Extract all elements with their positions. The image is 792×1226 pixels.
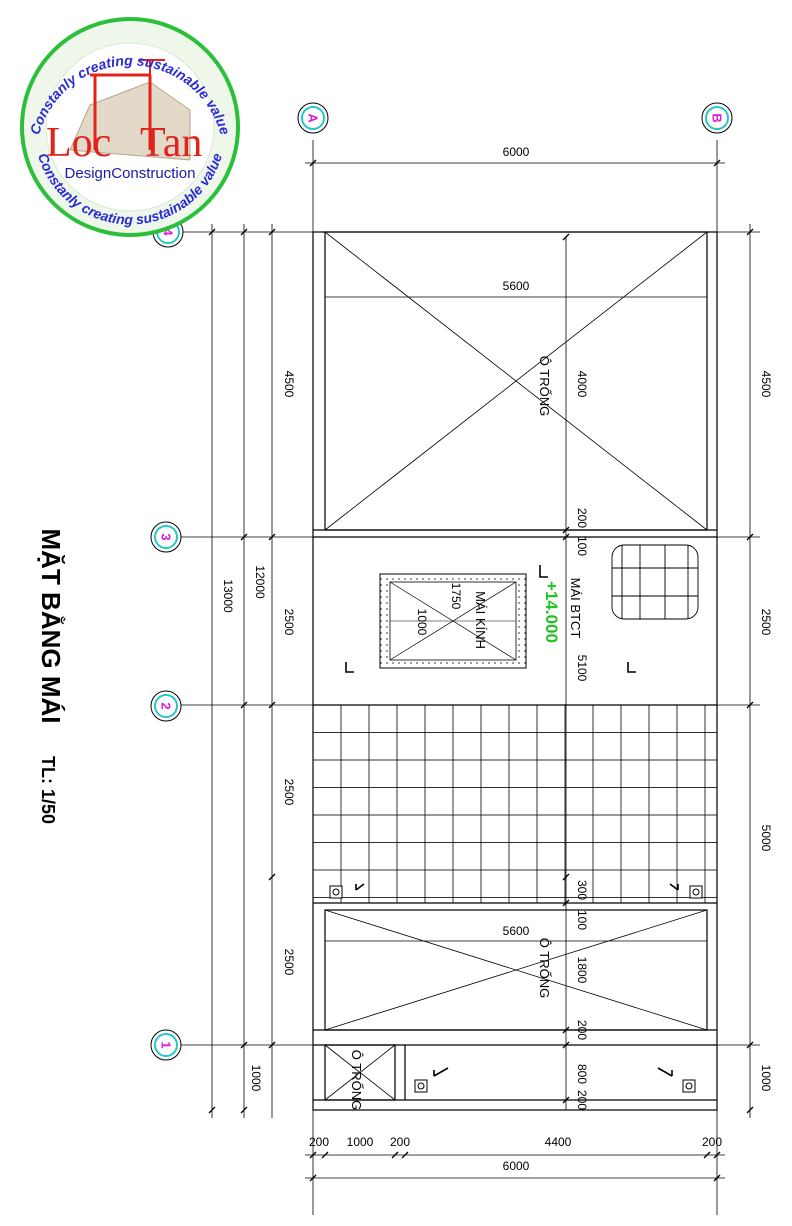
dim-center-100a: 100 xyxy=(575,536,589,556)
grid-label-1: 1 xyxy=(159,1041,174,1048)
dim-left-seg-4: 2500 xyxy=(282,949,296,976)
void-label-top: Ô TRỐNG xyxy=(537,356,552,416)
dim-bottom-seg-1: 200 xyxy=(309,1135,329,1149)
dim-right-seg-1: 4500 xyxy=(759,371,773,398)
level-marker: +14.000 xyxy=(542,581,561,643)
grid-label-2: 2 xyxy=(159,702,174,709)
dim-center-800: 800 xyxy=(575,1064,589,1084)
tile-roof-area xyxy=(312,704,718,904)
grid-lines xyxy=(180,140,760,1215)
dim-bottom-seg-4: 4400 xyxy=(545,1135,572,1149)
logo-subtitle: DesignConstruction xyxy=(65,165,196,182)
dim-center-100b: 100 xyxy=(575,910,589,930)
water-tank xyxy=(611,544,699,620)
dim-center-5100: 5100 xyxy=(575,655,589,682)
dim-void-mid-height: 1800 xyxy=(575,957,589,984)
dim-left-inner: 12000 xyxy=(253,565,267,599)
dim-bottom-seg-2: 1000 xyxy=(347,1135,374,1149)
roof-drains xyxy=(329,885,703,1093)
logo-name-tan: Tan xyxy=(140,120,202,166)
concrete-roof-label: MÁI BTCT xyxy=(568,578,583,639)
grid-label-3: 3 xyxy=(159,533,174,540)
dim-left-seg-2: 2500 xyxy=(282,609,296,636)
company-logo: Loc Tan DesignConstruction Constanly cre… xyxy=(20,17,240,237)
dim-top-overall: 6000 xyxy=(503,145,530,159)
logo-name-loc: Loc xyxy=(46,120,111,166)
dim-bottom-seg-5: 200 xyxy=(702,1135,722,1149)
grid-label-4: 4 xyxy=(161,228,176,236)
dim-skylight-width: 1750 xyxy=(449,583,463,610)
dim-void-top-height: 4000 xyxy=(575,371,589,398)
grid-label-b: B xyxy=(710,113,725,122)
dimension-ticks xyxy=(208,159,754,1182)
dim-left-seg-5: 1000 xyxy=(249,1065,263,1092)
slope-arrows xyxy=(345,565,679,1077)
void-label-small: Ô TRỐNG xyxy=(349,1050,364,1110)
dim-center-200b: 200 xyxy=(575,1020,589,1040)
dimension-lines xyxy=(211,162,751,1179)
dim-left-seg-1: 4500 xyxy=(282,371,296,398)
glass-roof-skylight xyxy=(379,573,527,669)
drawing-scale: TL: 1/50 xyxy=(38,756,58,824)
dim-left-seg-3: 2500 xyxy=(282,779,296,806)
dim-bottom-seg-3: 200 xyxy=(390,1135,410,1149)
void-label-mid: Ô TRỐNG xyxy=(537,938,552,998)
dim-right-seg-2: 2500 xyxy=(759,609,773,636)
grid-label-a: A xyxy=(306,113,321,123)
dim-center-200c: 200 xyxy=(575,1090,589,1110)
dim-right-seg-3: 5000 xyxy=(759,825,773,852)
dim-skylight-height: 1000 xyxy=(415,609,429,636)
glass-roof-label: MÁI KÍNH xyxy=(473,591,488,649)
void-cross-lines xyxy=(324,231,708,1101)
dim-left-overall: 13000 xyxy=(221,579,235,613)
dim-center-200a: 200 xyxy=(575,508,589,528)
dim-void-mid-width: 5600 xyxy=(503,924,530,938)
dim-right-seg-4: 1000 xyxy=(759,1065,773,1092)
dim-bottom-overall: 6000 xyxy=(503,1159,530,1173)
drawing-title: MẶT BẰNG MÁI xyxy=(36,529,66,724)
building-walls xyxy=(312,231,718,1111)
dim-center-300: 300 xyxy=(575,880,589,900)
dim-void-top-width: 5600 xyxy=(503,279,530,293)
